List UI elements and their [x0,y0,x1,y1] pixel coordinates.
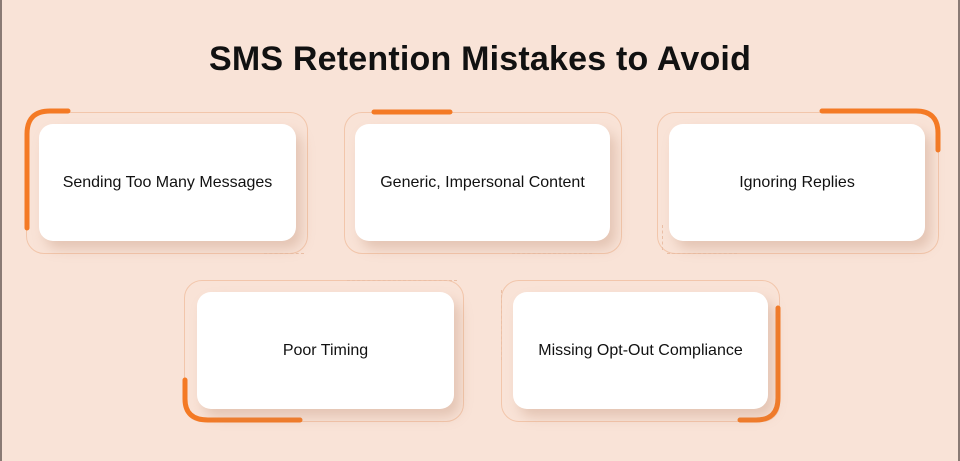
mistake-label: Poor Timing [282,341,369,359]
card-frame [657,112,939,254]
mistake-card: Generic, Impersonal Content [355,124,610,241]
mistake-card: Missing Opt-Out Compliance [513,292,768,409]
card-frame [344,112,622,254]
mistake-card: Poor Timing [197,292,454,409]
mistake-label: Sending Too Many Messages [62,173,273,191]
card-frame [184,280,464,422]
mistake-label: Missing Opt-Out Compliance [538,341,743,359]
mistake-card: Sending Too Many Messages [39,124,296,241]
page-title: SMS Retention Mistakes to Avoid [208,40,752,78]
mistake-card: Ignoring Replies [669,124,925,241]
mistake-label: Ignoring Replies [739,173,855,191]
mistake-label: Generic, Impersonal Content [380,173,585,191]
